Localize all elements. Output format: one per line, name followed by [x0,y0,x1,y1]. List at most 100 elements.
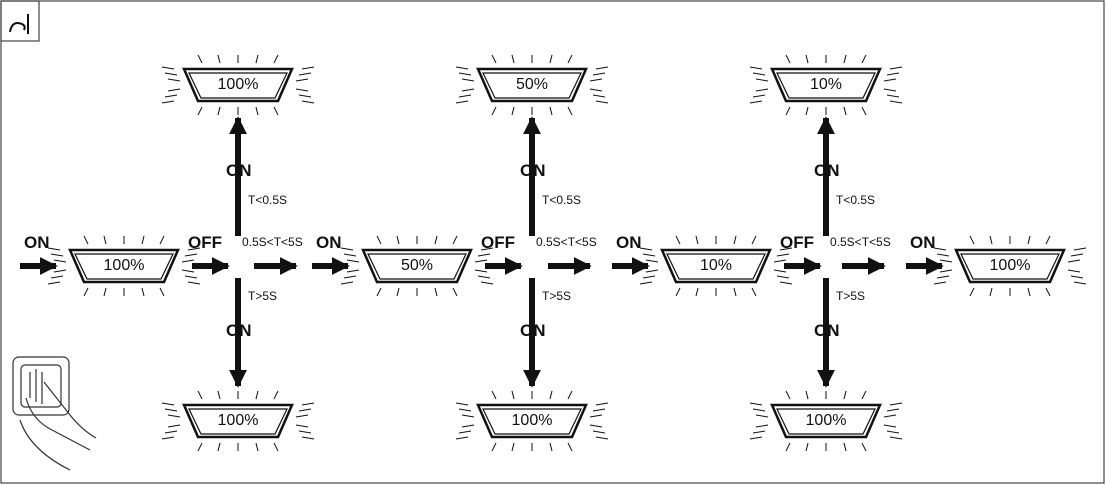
lamp-center-2-ray [396,235,400,245]
lamp-up-2-ray [458,94,472,98]
lamp-center-3-ray [733,235,737,245]
lamp-up-3-ray [755,88,769,92]
lamp-center-3-ray [779,247,793,251]
lamp-center-3-ray [642,253,656,257]
lamp-up-2-ray [511,106,515,116]
lamp-center-1-inner [74,253,174,280]
lamp-down-3-ray [752,430,766,434]
lamp-center-3-ray [639,281,653,285]
lamp-up-2-ray [549,54,553,64]
lamp-up-1-ray [161,100,175,104]
lamp-center-3-ray [751,287,757,297]
lamp-down-3-ray [755,424,769,428]
on-label-up-3: ON [814,161,840,180]
lamp-up-2-ray [589,78,603,82]
lamp-up-2-ray [592,94,606,98]
lamp-center-level-1: 100% [103,257,145,274]
lamp-down-3-ray [749,402,763,406]
lamp-up-3-ray [843,106,847,116]
lamp-up-1-ray [167,78,181,82]
lamp-center-3-inner [666,253,766,280]
corner-icon-box [0,0,40,42]
lamp-center-1-ray [53,259,67,263]
lamp-down-2-ray [461,424,475,428]
off-label-3: OFF [780,233,814,252]
lamp-down-1-ray [164,430,178,434]
lamp-final-ray [1073,281,1087,285]
lamp-up-3-ray [785,54,791,64]
lamp-center-3-ray [779,281,793,285]
lamp-final-ray [933,247,947,251]
lamp-center-1-ray [181,259,195,263]
lamp-down-3-ray [805,442,809,452]
lamp-up-1-ray [295,88,309,92]
lamp-down-3-ray [886,430,900,434]
lamp-up-1-ray [164,72,178,76]
lamp-final-ray [989,287,993,297]
lamp-up-1-ray [301,100,315,104]
lamp-up-1 [182,67,294,103]
lamp-up-3-ray [886,94,900,98]
lamp-final-ray [969,287,975,297]
lamp-up-3-ray [843,54,847,64]
lamp-final-ray [1045,287,1051,297]
lamp-center-2-ray [480,247,494,251]
lamp-up-3-inner [776,72,876,99]
lamp-up-3-ray [785,106,791,116]
lamp-down-1-ray [298,408,312,412]
on-label-down-1: ON [226,321,252,340]
lamp-up-1-ray [217,106,221,116]
lamp-down-3-inner [776,408,876,435]
lamp-down-2-ray [549,390,553,400]
lamp-up-3-ray [752,94,766,98]
on-label-up-2: ON [520,161,546,180]
lamp-down-2-ray [511,390,515,400]
lamp-down-level-3: 100% [805,412,847,429]
lamp-center-1-ray [50,253,64,257]
lamp-up-2-ray [567,106,573,116]
lamp-down-2-inner [482,408,582,435]
lamp-center-2-ray [434,287,438,297]
lamp-final-ray [1045,235,1051,245]
lamp-center-2-ray [452,235,458,245]
lamp-center-3 [660,248,772,284]
t-short-label-1: T<0.5S [248,193,288,207]
off-label-2: OFF [481,233,515,252]
lamp-down-1-ray [301,402,315,406]
lamp-up-2-ray [567,54,573,64]
on-label-entry-4: ON [910,233,936,252]
lamp-final [954,248,1066,284]
lamp-center-1-ray [50,275,64,279]
lamp-center-1-ray [187,247,201,251]
on-label-entry-1: ON [24,233,50,252]
lamp-down-1-inner [188,408,288,435]
lamp-center-1-ray [47,247,61,251]
lamp-down-3-ray [883,424,897,428]
lamp-up-level-2: 50% [515,76,549,93]
lamp-up-3-ray [883,88,897,92]
lamp-up-3-ray [883,78,897,82]
lamp-down-1-ray [164,408,178,412]
lamp-center-1-ray [141,235,145,245]
lamp-down-2-ray [511,442,515,452]
t-short-label-3: T<0.5S [836,193,876,207]
lamp-up-1-ray [197,54,203,64]
lamp-down-1-ray [161,402,175,406]
lamp-down-2-ray [491,390,497,400]
lamp-down-2-ray [592,430,606,434]
lamp-up-1-ray [167,88,181,92]
lamp-down-3-ray [755,414,769,418]
lamp-center-level-3: 10% [699,257,733,274]
off-label-1: OFF [188,233,222,252]
lamp-center-3-ray [695,235,699,245]
lamp-center-1 [68,248,180,284]
t-mid-label-2: 0.5S<T<5S [536,235,597,249]
lamp-center-2-inner [367,253,467,280]
lamp-up-1-ray [295,78,309,82]
lamp-final-ray [1070,253,1084,257]
lamp-up-2-ray [549,106,553,116]
lamp-center-3-ray [773,259,787,263]
lamp-final-ray [989,235,993,245]
